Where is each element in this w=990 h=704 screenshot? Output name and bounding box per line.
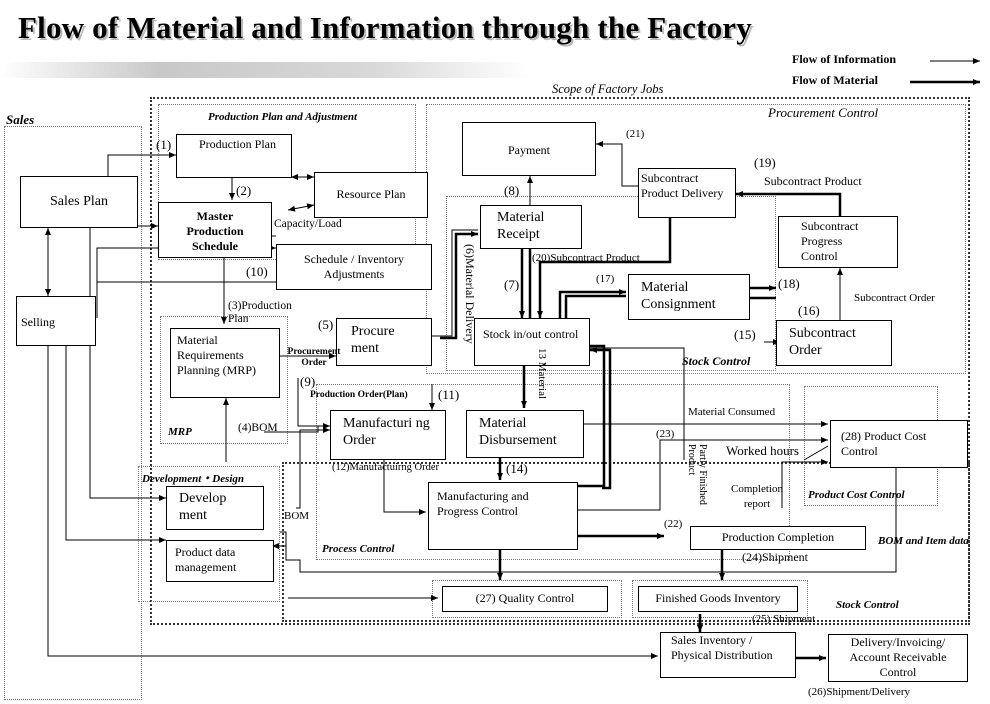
mps-box: Master Production Schedule <box>158 202 272 258</box>
sales-inventory-box: Sales Inventory / Physical Distribution <box>660 632 796 678</box>
mrp-label: MRP <box>168 426 192 438</box>
production-order-plan-label: Production Order(Plan) <box>310 390 408 400</box>
production-plan-box: Production Plan <box>176 134 292 178</box>
label-17: (17) <box>596 273 615 285</box>
subcontract-progress-box: Subcontract Progress Control <box>778 216 898 268</box>
label-11: (11) <box>438 387 460 402</box>
material-receipt-box: Material Receipt <box>480 205 582 249</box>
label-19: (19) <box>754 155 776 170</box>
label-3: (3)Production Plan <box>228 300 292 325</box>
title-underline-bar <box>0 62 530 78</box>
label-8: (8) <box>504 183 520 198</box>
sales-plan-box: Sales Plan <box>20 176 138 228</box>
product-data-box: Product data management <box>166 540 274 582</box>
subcontract-product-label: Subcontract Product <box>764 174 862 188</box>
process-region <box>316 384 790 560</box>
sales-region <box>4 126 142 700</box>
material-consumed-label: Material Consumed <box>688 406 776 418</box>
label-12: (12)Manufactuirng Order <box>332 462 439 473</box>
stock-control-mid-label: Stock Control <box>682 354 751 368</box>
selling-box: Selling <box>16 296 96 346</box>
label-25: (25) Shipment <box>752 613 816 625</box>
cost-label: Product Cost Control <box>808 489 905 501</box>
delivery-invoicing-box: Delivery/Invoicing/ Account Receivable C… <box>828 634 968 682</box>
label-21: (21) <box>626 128 645 140</box>
quality-control-box: (27) Quality Control <box>442 586 608 612</box>
completion-report-label: Completion report <box>731 483 783 510</box>
label-14: (14) <box>506 461 528 476</box>
stock-control-bottom-label: Stock Control <box>836 599 899 611</box>
label-24: (24)Shipment <box>742 550 808 564</box>
partly-finished-label: Partly Finished Product <box>686 444 708 505</box>
development-region <box>138 466 280 602</box>
label-1: (1) <box>156 137 172 152</box>
label-9: (9) <box>300 374 316 389</box>
subcontract-order-box: Subcontract Order <box>776 320 892 366</box>
schedule-inventory-box: Schedule / Inventory Adjustments <box>276 244 432 290</box>
label-7: (7) <box>504 277 520 292</box>
legend-material: Flow of Material <box>792 73 878 87</box>
finished-goods-region <box>632 580 808 618</box>
scope-label: Scope of Factory Jobs <box>552 82 664 96</box>
material-consignment-box: Material Consignment <box>628 274 750 320</box>
factory-scope-region <box>150 97 970 625</box>
mrp-box: Material Requirements Planning (MRP) <box>170 328 280 398</box>
payment-box: Payment <box>462 122 596 176</box>
finished-goods-box: Finished Goods Inventory <box>638 586 798 612</box>
label-23: (23) <box>656 428 675 440</box>
label-2: (2) <box>236 183 252 198</box>
label-20: (20)Subcontract Product <box>532 252 640 264</box>
label-13: 13 Material <box>536 348 548 400</box>
label-22: (22) <box>664 518 683 530</box>
page-title: Flow of Material and Information through… <box>18 10 752 45</box>
subcontract-order-label: Subcontract Order <box>854 292 935 304</box>
production-completion-box: Production Completion <box>690 526 866 550</box>
bom-item-label: BOM and Item data <box>878 535 969 547</box>
legend-information: Flow of Information <box>792 52 896 66</box>
label-18: (18) <box>778 276 800 291</box>
resource-plan-box: Resource Plan <box>314 172 428 218</box>
product-cost-box: (28) Product Cost Control <box>830 420 968 468</box>
process-label: Process Control <box>322 543 395 555</box>
worked-hours-label: Worked hours <box>726 443 799 458</box>
development-box: Develop ment <box>166 486 264 530</box>
procurement-label: Procurement Control <box>768 105 879 120</box>
label-26: (26)Shipment/Delivery <box>808 686 911 698</box>
procurement-order-label: Procurement Order <box>287 347 341 368</box>
sales-label: Sales <box>6 112 35 127</box>
label-4: (4)BOM <box>238 422 278 434</box>
label-5: (5) <box>318 317 334 332</box>
material-disbursement-box: Material Disbursement <box>466 410 584 458</box>
manufacturing-order-box: Manufacturi ng Order <box>330 410 446 460</box>
manufacturing-progress-box: Manufacturing and Progress Control <box>428 482 578 550</box>
subcontract-delivery-box: Subcontract Product Delivery <box>638 168 736 218</box>
label-16: (16) <box>798 303 820 318</box>
capacity-load-label: Capacity/Load <box>274 218 342 230</box>
label-6: (6)Material Delivery <box>463 244 477 344</box>
bom-label: BOM <box>284 510 310 522</box>
label-15: (15) <box>734 327 756 342</box>
stock-inout-box: Stock in/out control <box>474 318 590 366</box>
production-plan-label: Production Plan and Adjustment <box>208 111 358 123</box>
procurement-box: Procure ment <box>336 318 432 366</box>
procurement-region <box>426 104 966 374</box>
label-10: (10) <box>246 264 268 279</box>
development-label: Development・Design <box>142 473 245 485</box>
stock-control-bottom-region <box>282 462 970 622</box>
